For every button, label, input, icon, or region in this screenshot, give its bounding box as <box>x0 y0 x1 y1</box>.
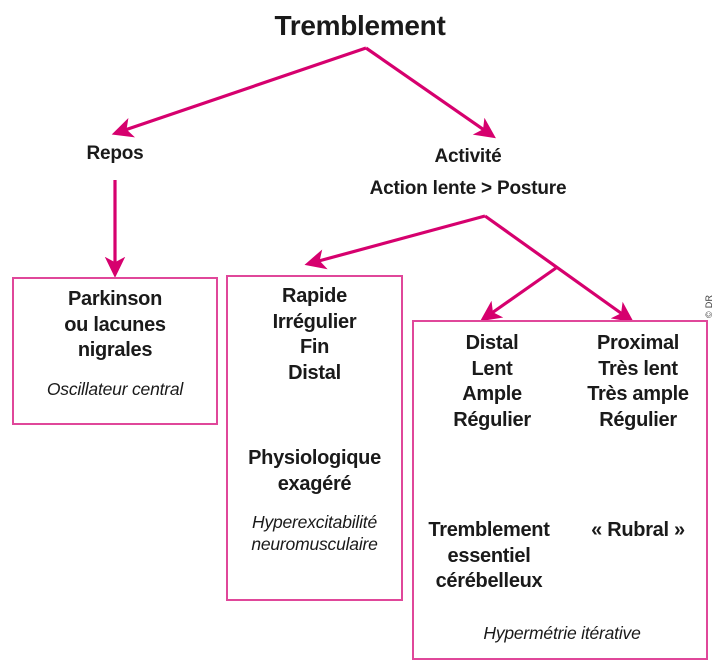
rubral-result-1: « Rubral » <box>591 519 685 541</box>
branch-label-activite: Activité <box>434 146 502 167</box>
proximal-criterion-1: Proximal <box>596 332 680 354</box>
parkinson-line-2: ou lacunes <box>64 313 166 336</box>
physiologique-criterion-1: Rapide <box>282 285 347 307</box>
arrow-activite-to-distal <box>480 266 557 322</box>
physiologique-criterion-3: Fin <box>299 336 330 359</box>
parkinson-line-1: Parkinson <box>68 288 162 310</box>
physiologique-caption-2: neuromusculaire <box>251 534 378 555</box>
distal-criterion-3: Ample <box>462 383 522 406</box>
arrow-tremblement-to-repos <box>111 46 367 138</box>
cerebelleux-result-2: essentiel <box>447 544 531 567</box>
result-rubral: « Rubral » <box>566 518 710 544</box>
branch-sublabel-action-lente-posture: Action lente > Posture <box>369 178 567 199</box>
cerebelleux-rubral-caption: Hypermétrie itérative <box>483 623 641 643</box>
box-parkinson: Parkinson ou lacunes nigrales Oscillateu… <box>12 277 218 425</box>
result-tremblement-essentiel-cerebelleux: Tremblement essentiel cérébelleux <box>414 518 564 595</box>
physiologique-caption-1: Hyperexcitabilité <box>252 511 377 532</box>
branch-label-repos: Repos <box>86 143 144 164</box>
column-proximal: Proximal Très lent Très ample Régulier <box>566 331 710 433</box>
arrow-activite-to-physiologique <box>304 214 486 270</box>
arrow-tremblement-to-activite <box>365 46 496 139</box>
proximal-criterion-3: Très ample <box>587 383 689 406</box>
physiologique-result-2: exagéré <box>277 472 352 495</box>
arrow-activite-to-proximal <box>484 214 634 323</box>
proximal-criterion-2: Très lent <box>598 357 678 380</box>
distal-criterion-2: Lent <box>471 357 513 380</box>
physiologique-criterion-4: Distal <box>288 361 341 384</box>
page-title: Tremblement <box>274 10 446 41</box>
distal-criterion-1: Distal <box>465 332 519 354</box>
physiologique-criterion-2: Irrégulier <box>272 310 357 333</box>
parkinson-line-3: nigrales <box>77 339 153 362</box>
credit-label: © DR <box>704 294 714 318</box>
box-physiologique: Rapide Irrégulier Fin Distal Physiologiq… <box>226 275 403 601</box>
proximal-criterion-4: Régulier <box>599 408 677 431</box>
parkinson-caption: Oscillateur central <box>46 378 184 399</box>
cerebelleux-result-1: Tremblement <box>428 519 550 541</box>
column-distal: Distal Lent Ample Régulier <box>418 331 566 433</box>
physiologique-result-1: Physiologique <box>248 447 381 470</box>
box-cerebelleux-rubral: Distal Lent Ample Régulier Proximal Très… <box>412 320 708 660</box>
cerebelleux-result-3: cérébelleux <box>435 570 543 593</box>
distal-criterion-4: Régulier <box>453 408 531 431</box>
